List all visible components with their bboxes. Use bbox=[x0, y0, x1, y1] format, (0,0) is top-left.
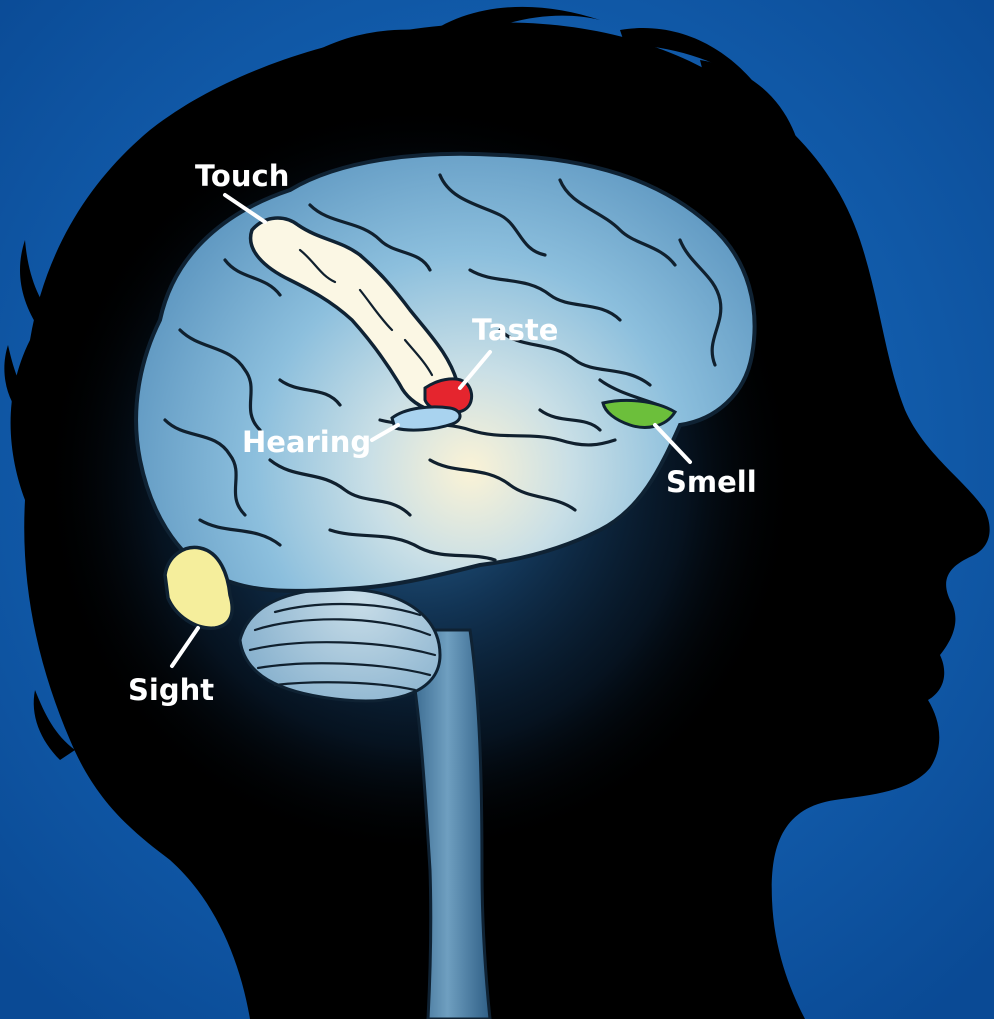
sight-label: Sight bbox=[128, 673, 214, 707]
hearing-label: Hearing bbox=[242, 425, 371, 459]
touch-label: Touch bbox=[195, 159, 289, 193]
smell-label: Smell bbox=[666, 465, 757, 499]
taste-label: Taste bbox=[472, 313, 558, 347]
